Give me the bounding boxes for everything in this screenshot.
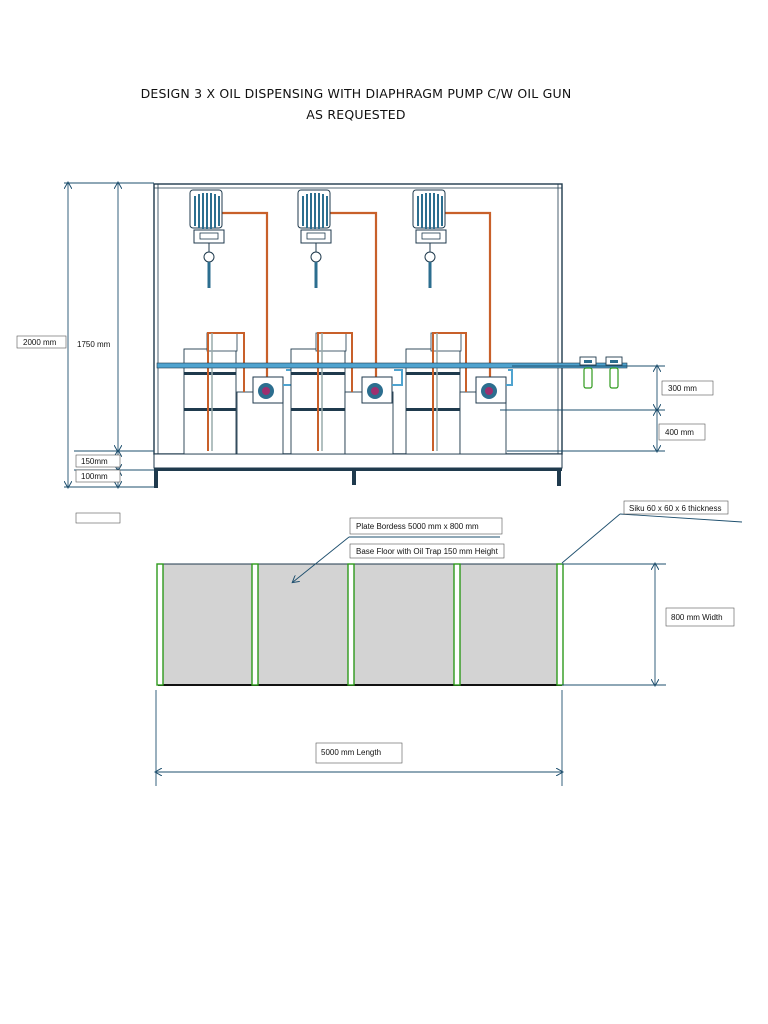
width-label: 800 mm Width <box>671 613 723 622</box>
leg-right <box>557 471 561 486</box>
drawing-title-line1: DESIGN 3 X OIL DISPENSING WITH DIAPHRAGM… <box>140 86 572 101</box>
dim-300-label: 300 mm <box>668 384 697 393</box>
air-header-pipe <box>156 362 628 369</box>
hose-line <box>222 211 269 392</box>
leg-middle <box>352 471 356 485</box>
elevation-dimensions <box>64 183 665 487</box>
dim-2000-label: 2000 mm <box>23 338 57 347</box>
dispensing-station-1 <box>183 189 296 455</box>
plan-dimensions <box>156 513 743 786</box>
hose-line <box>444 211 492 392</box>
hose-line <box>329 211 378 392</box>
drawing-title-line2: AS REQUESTED <box>306 107 406 122</box>
length-label: 5000 mm Length <box>321 748 381 757</box>
plate-note: Plate Bordess 5000 mm x 800 mm <box>356 522 479 531</box>
siku-bar <box>156 563 164 686</box>
dim-400-label: 400 mm <box>665 428 694 437</box>
flow-meter <box>424 251 436 263</box>
dim-100-label: 100mm <box>81 472 108 481</box>
siku-bar <box>556 563 564 686</box>
elevation-view <box>153 183 628 488</box>
base-floor-note: Base Floor with Oil Trap 150 mm Height <box>356 547 499 556</box>
base-plate <box>154 468 562 471</box>
dim-1750-label: 1750 mm <box>77 340 111 349</box>
dispensing-station-3 <box>405 189 513 455</box>
elevation-dimension-labels: 2000 mm 1750 mm 150mm 100mm 300 mm 400 m… <box>16 335 714 524</box>
base-oil-trap <box>153 453 563 469</box>
base-plate-plan <box>158 564 562 685</box>
plan-view <box>156 563 564 686</box>
empty-label-box <box>75 512 121 524</box>
dim-150-label: 150mm <box>81 457 108 466</box>
siku-bar <box>347 563 355 686</box>
flow-meter <box>203 251 215 263</box>
siku-bar <box>251 563 259 686</box>
siku-note: Siku 60 x 60 x 6 thickness <box>629 504 722 513</box>
siku-bar <box>453 563 461 686</box>
air-filter-regulator <box>579 356 623 389</box>
leg-left <box>154 471 158 488</box>
plan-labels: Plate Bordess 5000 mm x 800 mm Base Floo… <box>315 500 735 764</box>
flow-meter <box>310 251 322 263</box>
dispensing-station-2 <box>290 189 403 455</box>
